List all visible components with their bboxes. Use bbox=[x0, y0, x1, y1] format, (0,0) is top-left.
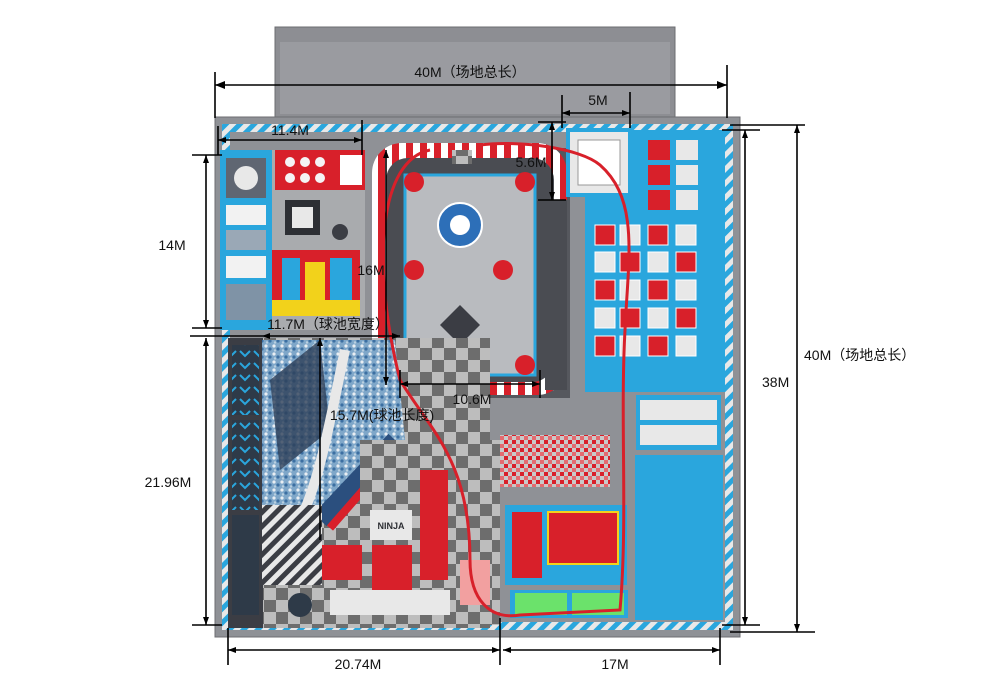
spinner-icon bbox=[440, 305, 480, 345]
trampoline-pad bbox=[619, 279, 641, 301]
trampoline-pad bbox=[647, 335, 669, 357]
label-10-6m: 10.6M bbox=[453, 391, 492, 407]
trampoline-pad bbox=[675, 279, 697, 301]
fan-icon bbox=[234, 166, 258, 190]
back-wall-face bbox=[280, 42, 670, 114]
trampoline-pad bbox=[594, 335, 616, 357]
label-ballpit-width: 11.7M（球池宽度） bbox=[267, 316, 389, 332]
trampoline-pad bbox=[647, 307, 669, 329]
label-21-96m: 21.96M bbox=[145, 474, 192, 490]
label-20-74m: 20.74M bbox=[335, 656, 382, 672]
trampoline-pad bbox=[594, 251, 616, 273]
trampoline-pad bbox=[619, 307, 641, 329]
label-16m: 16M bbox=[357, 262, 384, 278]
trampoline-pad bbox=[647, 251, 669, 273]
ninja-sign-board bbox=[370, 510, 412, 540]
top-left-obstacle-zone bbox=[220, 150, 365, 330]
trampoline-pad bbox=[675, 251, 697, 273]
label-ballpit-length: 15.7M(球池长度) bbox=[330, 407, 434, 423]
trampoline-pad bbox=[675, 335, 697, 357]
label-right-total: 40M（场地总长） bbox=[804, 347, 915, 363]
dimension-annotations: 40M（场地总长） 5M 11.4M 14M 5.6M 16M bbox=[145, 64, 916, 672]
lower-middle-zone bbox=[500, 435, 628, 618]
label-14m: 14M bbox=[158, 237, 185, 253]
trampoline-pad bbox=[648, 190, 670, 210]
bottom-center-zone: NINJA bbox=[288, 440, 500, 625]
label-11-4m: 11.4M bbox=[271, 122, 309, 138]
track-line bbox=[381, 142, 631, 618]
trampoline-pad bbox=[594, 224, 616, 246]
trampoline-pad bbox=[594, 307, 616, 329]
red-lane bbox=[420, 470, 448, 580]
trampoline-pad bbox=[675, 224, 697, 246]
label-5-6m: 5.6M bbox=[515, 154, 546, 170]
trampoline-pad bbox=[594, 279, 616, 301]
trampoline-pad bbox=[675, 307, 697, 329]
trampoline-pad bbox=[676, 140, 698, 160]
label-38m: 38M bbox=[762, 374, 789, 390]
label-top-total: 40M（场地总长） bbox=[414, 64, 525, 80]
ninja-sign: NINJA bbox=[377, 521, 405, 531]
trampoline-pad bbox=[647, 279, 669, 301]
trampoline-pad bbox=[676, 165, 698, 185]
label-17m: 17M bbox=[601, 656, 628, 672]
right-trampoline-grid bbox=[566, 128, 725, 620]
trampoline-pad bbox=[676, 190, 698, 210]
label-5m: 5M bbox=[588, 92, 607, 108]
trampoline-pad bbox=[648, 140, 670, 160]
trampoline-pad bbox=[647, 224, 669, 246]
trampoline-pad bbox=[648, 165, 670, 185]
